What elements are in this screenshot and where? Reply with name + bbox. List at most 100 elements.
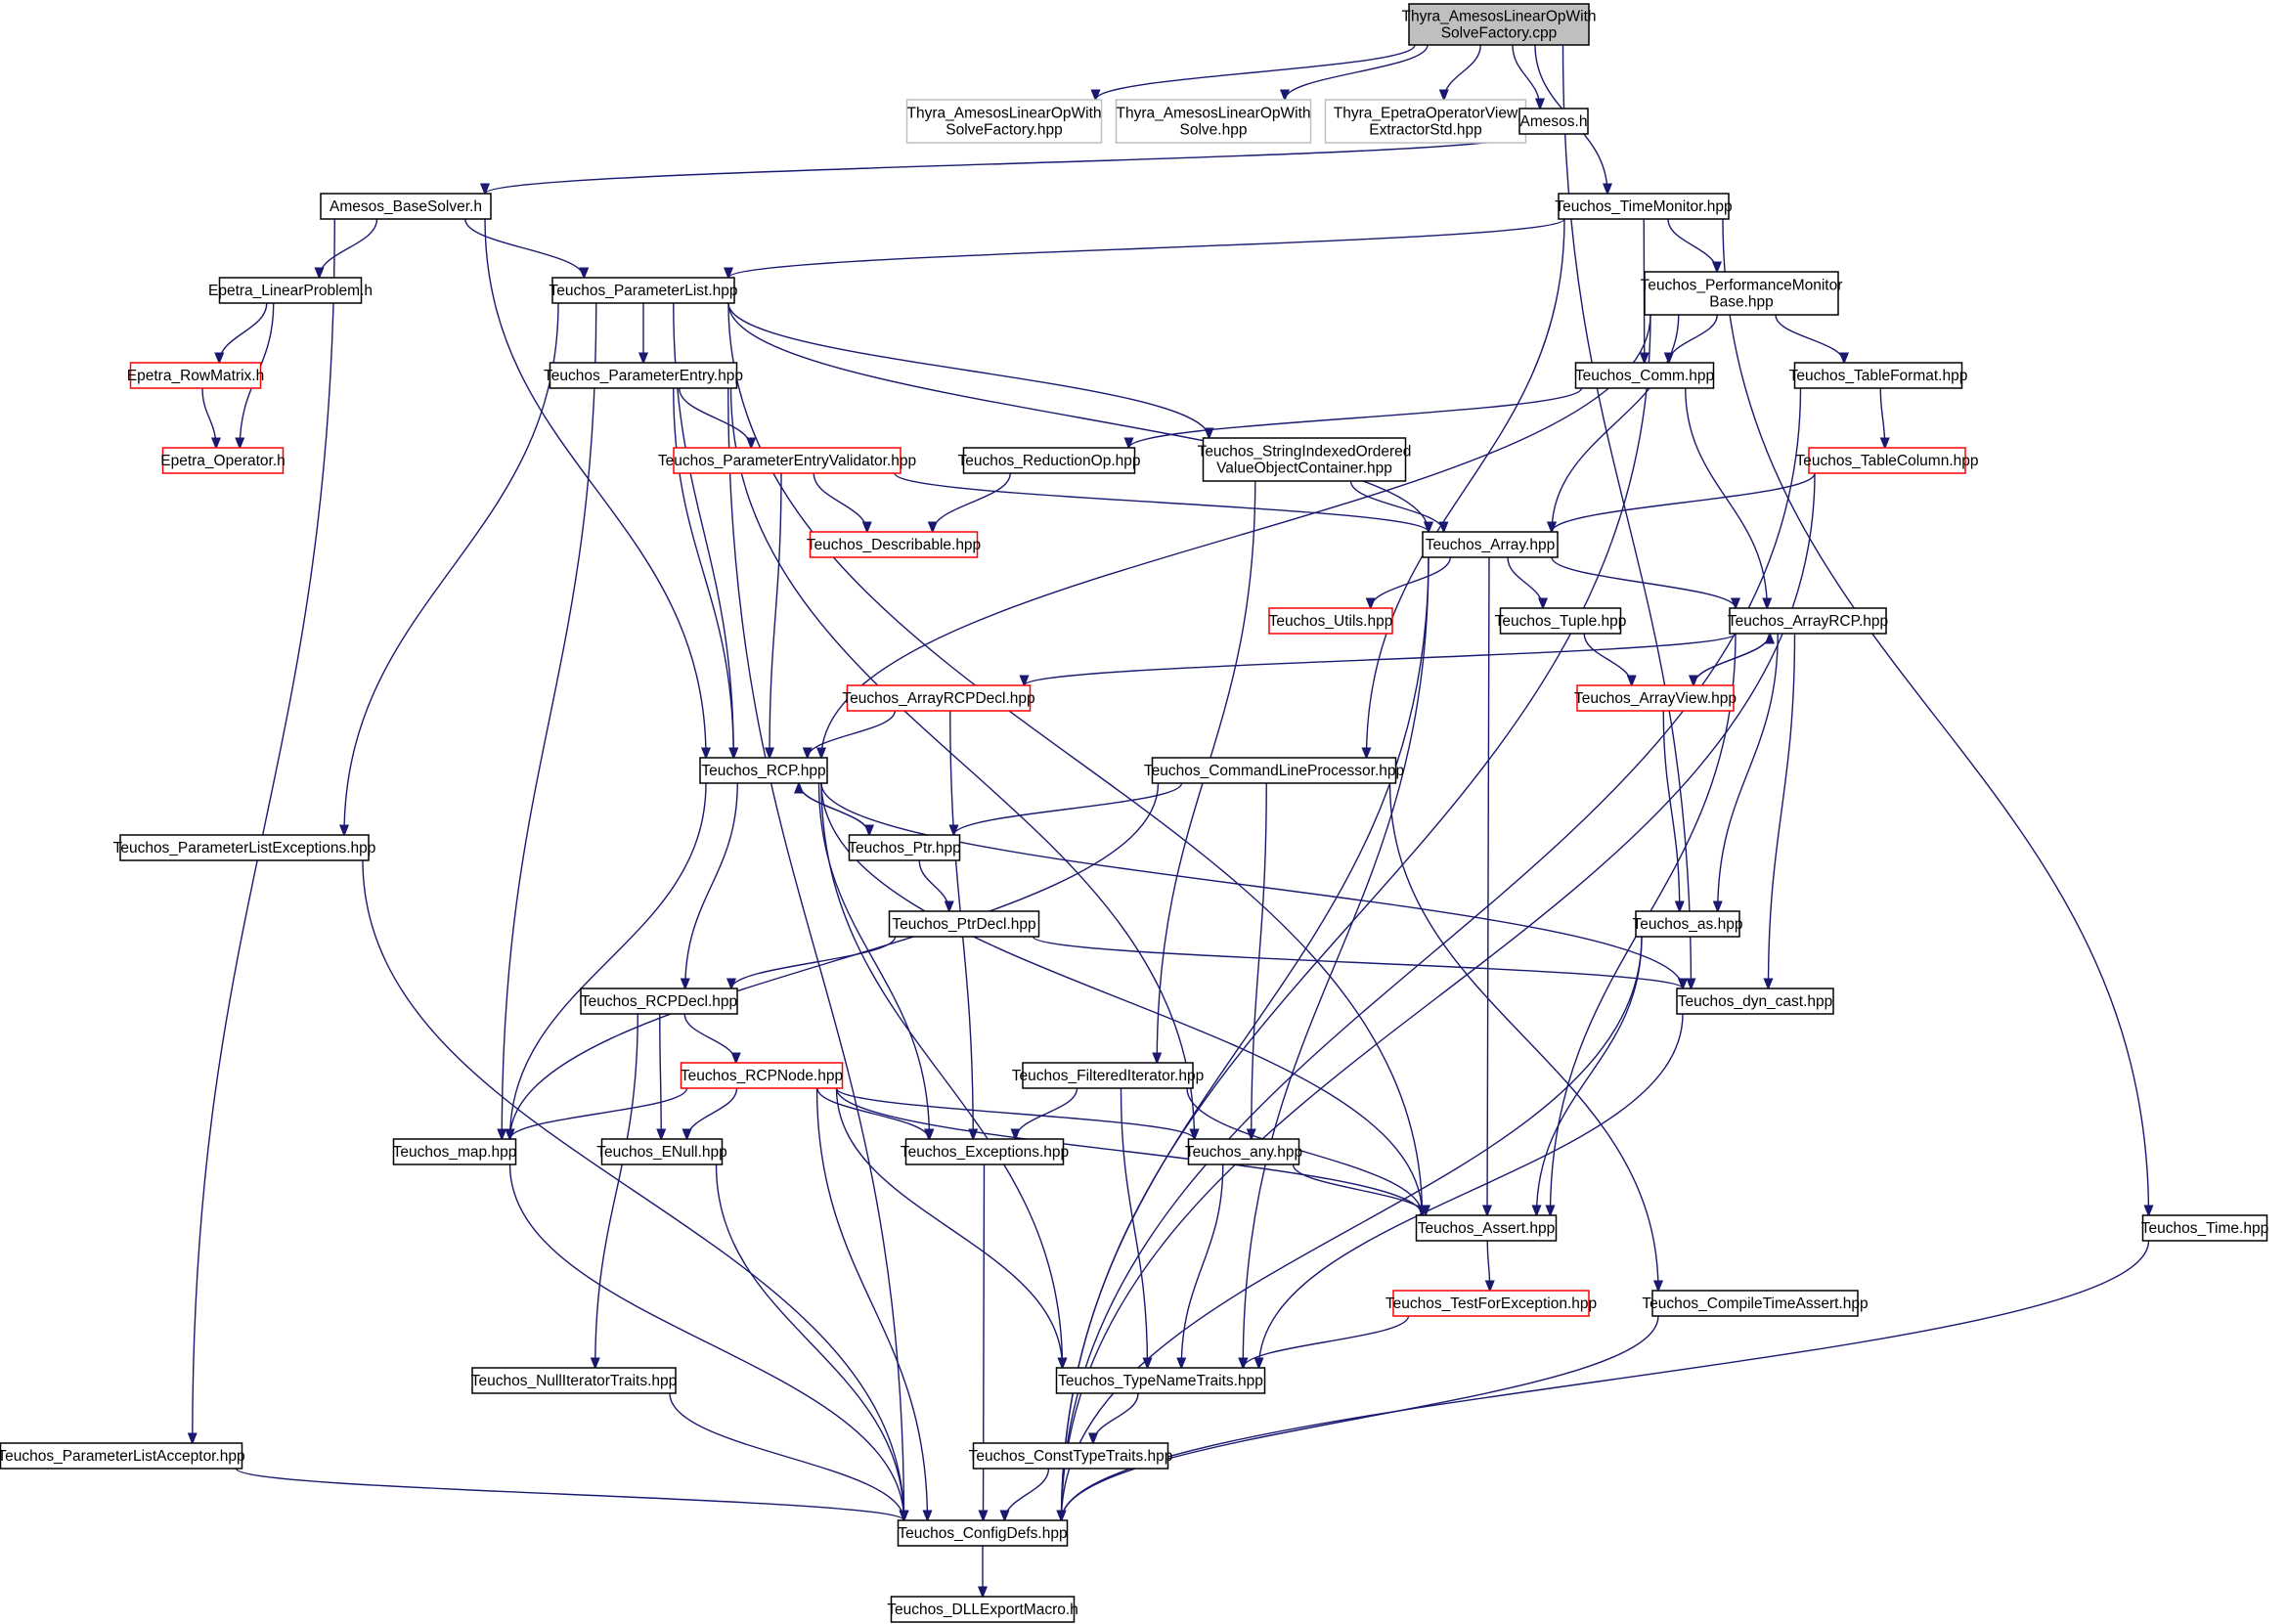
node-pev[interactable]: Teuchos_ParameterEntryValidator.hpp: [658, 447, 916, 474]
node-label: Base.hpp: [1709, 294, 1774, 311]
node-plexc[interactable]: Teuchos_ParameterListExceptions.hpp: [113, 834, 376, 861]
node-arrayrcpdecl[interactable]: Teuchos_ArrayRCPDecl.hpp: [842, 684, 1035, 712]
node-basesolver[interactable]: Amesos_BaseSolver.h: [320, 193, 492, 220]
node-box: [890, 1596, 1076, 1623]
node-filtiter[interactable]: Teuchos_FilteredIterator.hpp: [1012, 1062, 1204, 1089]
node-configdefs[interactable]: Teuchos_ConfigDefs.hpp: [897, 1519, 1069, 1547]
edge-ptr-to-ptrdecl: [918, 859, 949, 911]
node-utils[interactable]: Teuchos_Utils.hpp: [1268, 607, 1393, 635]
node-box: [848, 834, 961, 861]
node-placcept[interactable]: Teuchos_ParameterListAcceptor.hpp: [0, 1442, 245, 1470]
edge-arrayrcp-to-arrayrcpdecl: [1025, 633, 1737, 685]
node-timemon[interactable]: Teuchos_TimeMonitor.hpp: [1555, 193, 1733, 220]
edge-arrayview-to-arrayrcp: [1693, 634, 1770, 686]
node-label: Teuchos_Time.hpp: [2141, 1220, 2268, 1237]
node-enull[interactable]: Teuchos_ENull.hpp: [596, 1138, 727, 1165]
edge-rcpdecl-to-rcpnode: [683, 1013, 736, 1063]
node-comm[interactable]: Teuchos_Comm.hpp: [1574, 362, 1715, 389]
node-arrayview[interactable]: Teuchos_ArrayView.hpp: [1574, 684, 1737, 712]
edge-clp-to-any: [1252, 782, 1267, 1139]
node-typename[interactable]: Teuchos_TypeNameTraits.hpp: [1055, 1367, 1266, 1394]
node-dyncast[interactable]: Teuchos_dyn_cast.hpp: [1676, 988, 1834, 1015]
node-label: Epetra_LinearProblem.h: [208, 283, 373, 299]
node-pentry[interactable]: Teuchos_ParameterEntry.hpp: [544, 362, 743, 389]
node-box: [1268, 607, 1393, 635]
node-tableformat[interactable]: Teuchos_TableFormat.hpp: [1789, 362, 1968, 389]
node-label: Teuchos_CommandLineProcessor.hpp: [1144, 763, 1404, 779]
node-redop[interactable]: Teuchos_ReductionOp.hpp: [958, 447, 1141, 474]
node-time[interactable]: Teuchos_Time.hpp: [2141, 1214, 2268, 1242]
node-box: [0, 1442, 243, 1470]
node-describable[interactable]: Teuchos_Describable.hpp: [807, 531, 981, 558]
node-label: Teuchos_dyn_cast.hpp: [1678, 993, 1833, 1010]
node-plist[interactable]: Teuchos_ParameterList.hpp: [549, 277, 738, 304]
edge-plist-to-sioc: [727, 302, 1209, 438]
node-label: Teuchos_PtrDecl.hpp: [892, 916, 1035, 933]
node-assert[interactable]: Teuchos_Assert.hpp: [1415, 1214, 1558, 1242]
node-tuple[interactable]: Teuchos_Tuple.hpp: [1495, 607, 1627, 635]
node-label: Teuchos_TestForException.hpp: [1385, 1295, 1597, 1312]
edge-arrayview-to-as: [1662, 710, 1680, 911]
node-array[interactable]: Teuchos_Array.hpp: [1422, 531, 1559, 558]
edge-rcpnode-to-typename: [835, 1087, 1063, 1368]
node-box: [888, 910, 1040, 938]
node-map[interactable]: Teuchos_map.hpp: [393, 1138, 517, 1165]
edge-root-to-dyncast: [1561, 44, 1692, 988]
node-box: [1187, 1138, 1300, 1165]
node-consttype[interactable]: Teuchos_ConstTypeTraits.hpp: [969, 1442, 1173, 1470]
edge-pev-to-rcp: [770, 472, 782, 758]
node-box: [897, 1519, 1069, 1547]
node-operator[interactable]: Epetra_Operator.h: [160, 447, 286, 474]
node-rcpnode[interactable]: Teuchos_RCPNode.hpp: [680, 1062, 844, 1089]
edge-as-to-configdefs: [1062, 936, 1643, 1520]
node-label: Teuchos_StringIndexedOrdered: [1198, 444, 1412, 461]
node-rcpdecl[interactable]: Teuchos_RCPDecl.hpp: [580, 988, 738, 1015]
node-ptrdecl[interactable]: Teuchos_PtrDecl.hpp: [888, 910, 1040, 938]
node-linprob[interactable]: Epetra_LinearProblem.h: [208, 277, 373, 304]
edge-pev-to-describable: [813, 472, 867, 532]
node-box: [161, 447, 285, 474]
node-sioc[interactable]: Teuchos_StringIndexedOrderedValueObjectC…: [1198, 437, 1412, 482]
node-exceptions[interactable]: Teuchos_Exceptions.hpp: [901, 1138, 1069, 1165]
edge-comm-to-arrayrcp: [1685, 387, 1768, 608]
edge-rcpnode-to-enull: [687, 1087, 738, 1139]
node-as[interactable]: Teuchos_as.hpp: [1633, 910, 1743, 938]
node-tablecol[interactable]: Teuchos_TableColumn.hpp: [1796, 447, 1979, 474]
edge-any-to-typename: [1181, 1163, 1224, 1368]
node-ptr[interactable]: Teuchos_Ptr.hpp: [848, 834, 961, 861]
edge-clp-to-map: [510, 782, 1160, 1139]
edge-rcp-to-rcpdecl: [685, 782, 738, 988]
node-any[interactable]: Teuchos_any.hpp: [1185, 1138, 1302, 1165]
edge-comm-to-redop: [1129, 387, 1583, 448]
node-arrayrcp[interactable]: Teuchos_ArrayRCP.hpp: [1728, 607, 1888, 635]
edge-map-to-configdefs: [508, 1163, 904, 1520]
node-label: Epetra_Operator.h: [160, 453, 286, 469]
node-label: Teuchos_ParameterListExceptions.hpp: [113, 840, 376, 856]
edge-rcpnode-to-map: [510, 1087, 688, 1139]
node-dllexport[interactable]: Teuchos_DLLExportMacro.h: [887, 1596, 1078, 1623]
edge-placcept-to-configdefs: [235, 1468, 904, 1520]
edge-basesolver-to-plist: [464, 218, 585, 278]
edge-timemon-to-clp: [1367, 218, 1565, 758]
node-rcp[interactable]: Teuchos_RCP.hpp: [699, 757, 828, 784]
node-label: Teuchos_Comm.hpp: [1575, 368, 1714, 384]
node-testforexc[interactable]: Teuchos_TestForException.hpp: [1385, 1290, 1597, 1317]
node-label: Teuchos_ArrayView.hpp: [1574, 690, 1737, 707]
node-nulliter[interactable]: Teuchos_NullIteratorTraits.hpp: [471, 1367, 678, 1394]
node-amesos[interactable]: Amesos.h: [1518, 108, 1589, 135]
node-label: Teuchos_as.hpp: [1633, 916, 1743, 933]
node-box: [1574, 362, 1715, 389]
edge-clp-to-ptr: [954, 782, 1183, 835]
node-box: [1151, 757, 1397, 784]
node-label: Teuchos_any.hpp: [1185, 1144, 1302, 1161]
node-clp[interactable]: Teuchos_CommandLineProcessor.hpp: [1144, 757, 1404, 784]
node-cta[interactable]: Teuchos_CompileTimeAssert.hpp: [1642, 1290, 1869, 1317]
edge-tablecol-to-configdefs: [1062, 472, 1816, 1520]
node-rowmatrix[interactable]: Epetra_RowMatrix.h: [127, 362, 264, 389]
